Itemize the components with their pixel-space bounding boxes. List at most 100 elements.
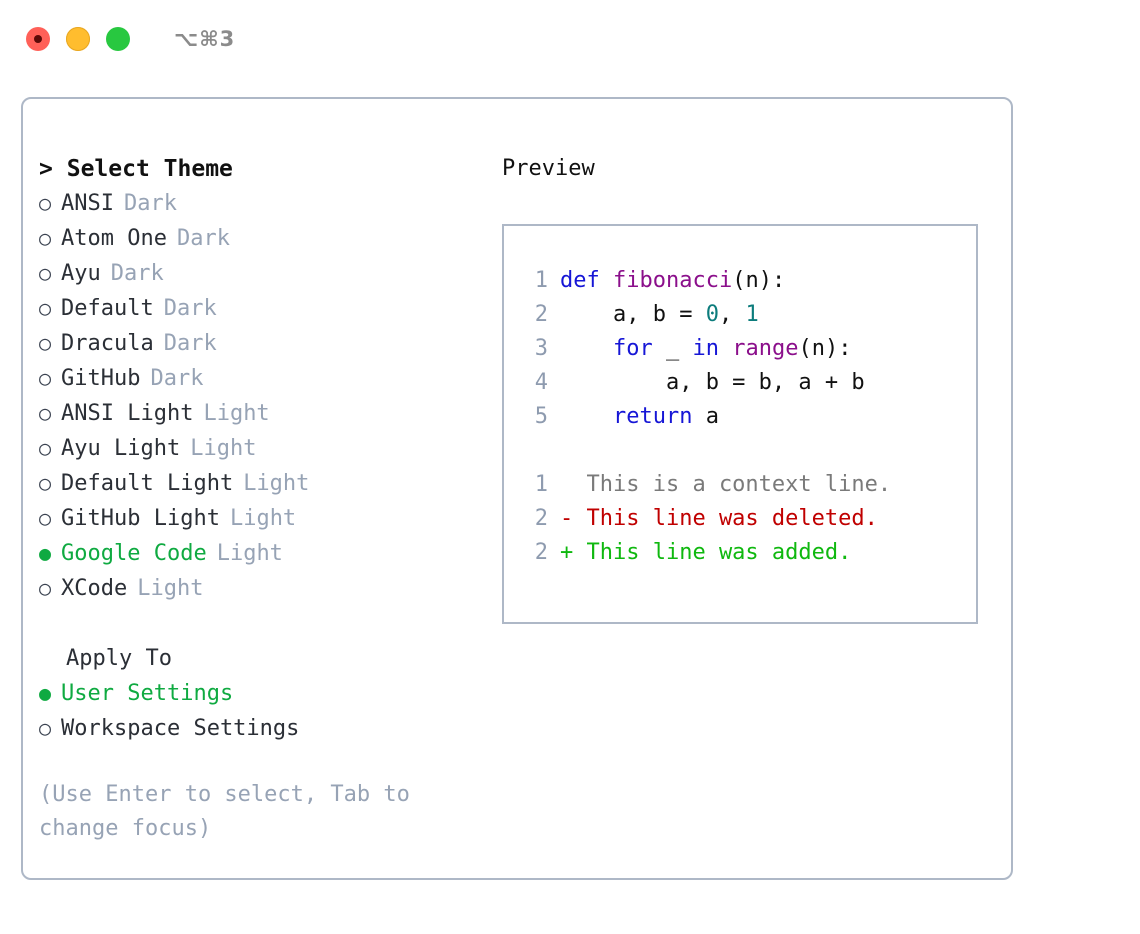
theme-option-label: Default — [61, 296, 154, 321]
theme-option-default[interactable]: ○ Default Dark — [39, 291, 499, 326]
diff-block: 1 This is a context line. 2 - This line wa… — [520, 468, 966, 570]
diff-line-number: 1 — [534, 472, 548, 497]
theme-option-ayu-light[interactable]: ○ Ayu Light Light — [39, 431, 499, 466]
code-token-pl: (n): — [798, 336, 852, 361]
theme-option-tag: Light — [190, 436, 257, 461]
theme-option-github[interactable]: ○ GitHub Dark — [39, 361, 499, 396]
code-line-number: 1 — [534, 268, 548, 293]
theme-option-tag: Dark — [110, 261, 164, 286]
code-token-pl — [560, 336, 613, 361]
diff-line-text: + This line was added. — [560, 540, 852, 565]
theme-option-tag: Dark — [150, 366, 204, 391]
code-token-kw: in — [692, 336, 719, 361]
minimize-window-icon[interactable] — [66, 27, 90, 51]
code-token-pl: , — [718, 302, 746, 327]
theme-option-default-light[interactable]: ○ Default Light Light — [39, 466, 499, 501]
apply-to-option-workspace-settings[interactable]: ○ Workspace Settings — [39, 711, 499, 746]
code-token-kw: return — [612, 404, 693, 429]
diff-line-text: This is a context line. — [560, 472, 892, 497]
radio-unselected-icon: ○ — [39, 261, 52, 285]
radio-unselected-icon: ○ — [39, 576, 52, 600]
theme-option-tag: Dark — [123, 191, 177, 216]
diff-line-number: 2 — [534, 540, 548, 565]
traffic-light-group — [26, 27, 130, 51]
code-diff-spacer — [520, 434, 966, 468]
theme-option-tag: Light — [137, 576, 204, 601]
apply-to-option-label: Workspace Settings — [61, 716, 300, 741]
code-line-number: 5 — [534, 404, 548, 429]
apply-to-option-user-settings[interactable]: ●User Settings — [39, 676, 499, 711]
radio-unselected-icon: ○ — [39, 331, 52, 355]
code-line: 5 return a — [520, 400, 966, 434]
theme-option-label: Atom One — [61, 226, 167, 251]
maximize-window-icon[interactable] — [106, 27, 130, 51]
apply-to-list: ●User Settings ○ Workspace Settings — [39, 676, 499, 746]
code-line-number: 4 — [534, 370, 548, 395]
diff-line-number: 2 — [534, 506, 548, 531]
radio-unselected-icon: ○ — [39, 366, 52, 390]
code-line: 3 for _ in range(n): — [520, 332, 966, 366]
select-theme-heading-label: Select Theme — [66, 156, 233, 182]
code-line: 4 a, b = b, a + b — [520, 366, 966, 400]
radio-unselected-icon: ○ — [39, 716, 52, 740]
theme-option-tag: Light — [229, 506, 297, 531]
radio-selected-icon: ● — [39, 541, 52, 565]
code-line-number: 2 — [534, 302, 548, 327]
theme-option-label: ANSI Light — [61, 401, 194, 426]
theme-option-ayu[interactable]: ○ Ayu Dark — [39, 256, 499, 291]
code-line: 2 a, b = 0, 1 — [520, 298, 966, 332]
theme-option-label: Ayu Light — [61, 436, 181, 461]
keyboard-shortcut-label: ⌥⌘3 — [174, 27, 236, 51]
code-token-pl: _ — [652, 336, 693, 361]
select-theme-heading: > Select Theme — [39, 152, 499, 186]
theme-option-label: Dracula — [61, 331, 154, 356]
prompt-caret-icon: > — [39, 156, 53, 182]
code-token-kw: def — [560, 268, 600, 293]
code-token-fn: fibonacci — [613, 268, 733, 293]
theme-option-label: Ayu — [61, 261, 101, 286]
close-window-icon[interactable] — [26, 27, 50, 51]
theme-option-tag: Light — [243, 471, 310, 496]
radio-unselected-icon: ○ — [39, 506, 52, 530]
diff-line-ctx: 1 This is a context line. — [520, 468, 966, 502]
theme-option-label: ANSI — [61, 191, 114, 216]
radio-unselected-icon: ○ — [39, 436, 52, 460]
theme-option-label: Default Light — [61, 471, 234, 496]
section-spacer — [39, 606, 499, 642]
theme-option-tag: Dark — [176, 226, 230, 251]
code-line-text: a, b = 0, 1 — [560, 298, 759, 332]
code-line-text: a, b = b, a + b — [560, 366, 865, 400]
title-bar: ⌥⌘3 — [0, 0, 1140, 78]
diff-line-add: 2 + This line was added. — [520, 536, 966, 570]
code-token-pl — [600, 268, 613, 293]
theme-option-label: GitHub — [61, 366, 141, 391]
code-line-number: 3 — [534, 336, 548, 361]
code-line-text: for _ in range(n): — [560, 332, 851, 366]
code-token-pl — [560, 404, 613, 429]
radio-unselected-icon: ○ — [39, 296, 52, 320]
code-line-text: return a — [560, 400, 719, 434]
apply-to-heading: Apply To — [66, 646, 172, 671]
theme-option-tag: Light — [203, 401, 270, 426]
code-token-fn: range — [732, 336, 799, 361]
code-token-pl: a, b = b, a + b — [560, 370, 865, 395]
radio-unselected-icon: ○ — [39, 471, 52, 495]
code-token-kw: for — [612, 336, 653, 361]
diff-line-del: 2 - This line was deleted. — [520, 502, 966, 536]
code-token-pl: a — [692, 404, 719, 429]
theme-option-tag: Light — [216, 541, 283, 566]
theme-option-tag: Dark — [163, 296, 217, 321]
diff-line-text: - This line was deleted. — [560, 506, 878, 531]
